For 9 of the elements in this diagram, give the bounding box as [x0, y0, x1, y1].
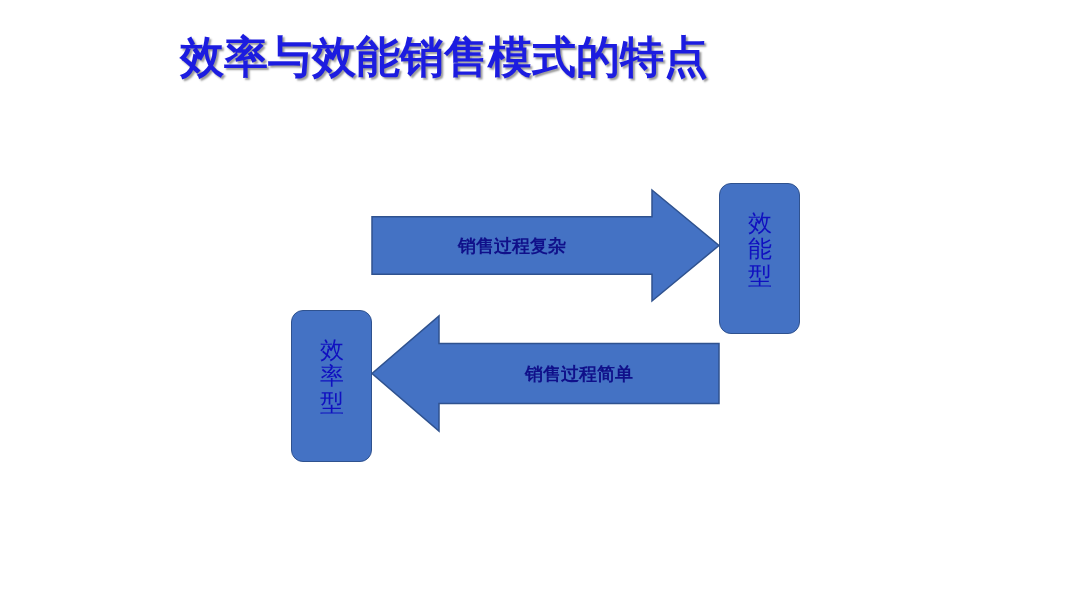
slide-title: 效率与效能销售模式的特点 [180, 30, 708, 84]
edge-label: 销售过程简单 [525, 362, 633, 386]
rounded-box [719, 183, 800, 334]
block-arrow [371, 188, 721, 303]
vertical-label: 效能型 [747, 210, 772, 292]
block-arrow [370, 314, 720, 433]
rounded-box [291, 310, 372, 462]
edge-label: 销售过程复杂 [458, 234, 566, 258]
vertical-label: 效率型 [319, 337, 344, 419]
